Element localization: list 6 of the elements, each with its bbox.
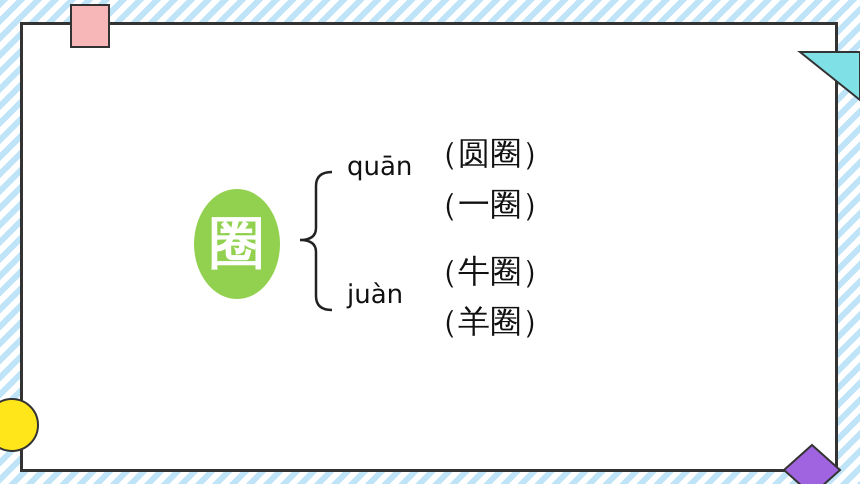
pinyin-reading: quān [347,152,412,182]
pinyin-reading: juàn [347,280,404,310]
word-example: （圆圈） [426,133,554,174]
word-example: （牛圈） [426,251,554,292]
word-example: （羊圈） [426,301,554,342]
word-example: （一圈） [426,184,554,225]
